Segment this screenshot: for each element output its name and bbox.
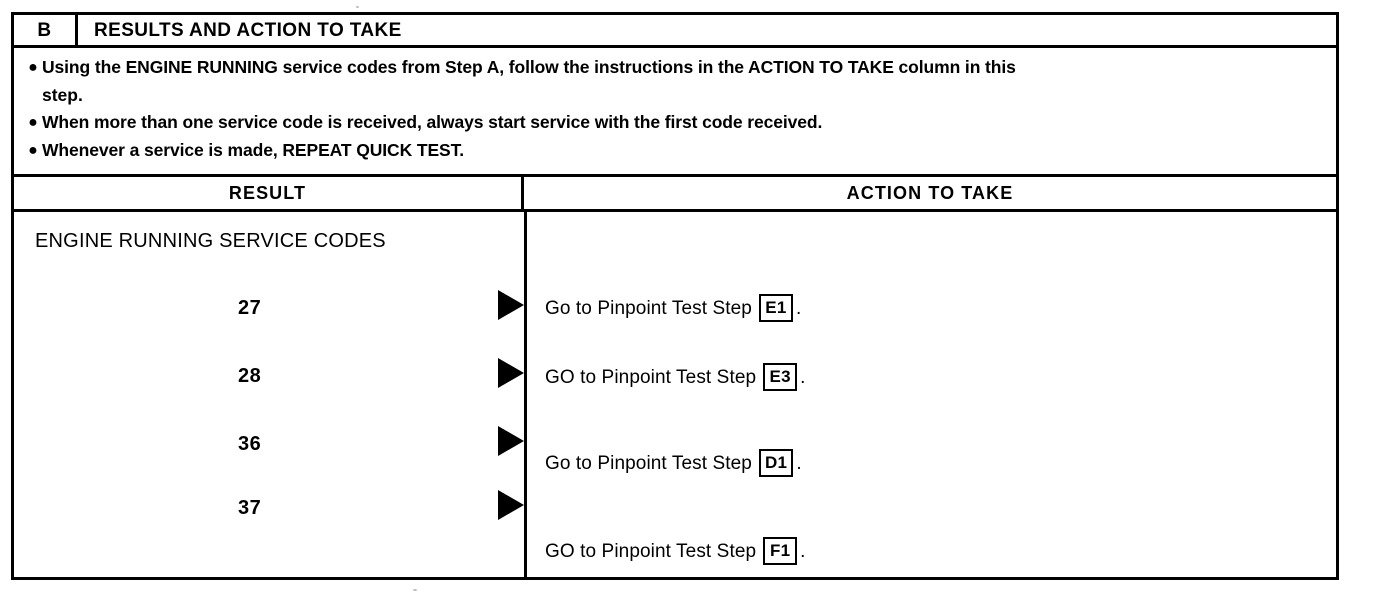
column-header-result-label: RESULT [228, 183, 307, 203]
list-item: ● Whenever a service is made, REPEAT QUI… [24, 137, 1326, 164]
bullet-icon: ● [28, 59, 38, 76]
action-period: . [795, 297, 802, 319]
note-text-continuation: step. [42, 85, 83, 105]
note-text: Using the ENGINE RUNNING service codes f… [42, 57, 1016, 77]
pinpoint-step-box: E1 [758, 294, 793, 322]
table-title-cell: RESULTS AND ACTION TO TAKE [78, 15, 1336, 45]
notes-band: ● Using the ENGINE RUNNING service codes… [14, 45, 1336, 177]
service-code-value: 36 [238, 433, 262, 455]
results-action-table: B RESULTS AND ACTION TO TAKE ● Using the… [11, 12, 1339, 580]
bullet-icon: ● [28, 114, 38, 131]
pinpoint-step-label: D1 [764, 453, 788, 472]
list-item: ● Using the ENGINE RUNNING service codes… [24, 54, 1326, 81]
action-line: Go to Pinpoint Test Step E1 . [545, 294, 801, 322]
arrow-right-icon [498, 490, 524, 520]
arrow-right-icon [498, 426, 524, 456]
scan-speck [356, 6, 359, 8]
step-letter-cell: B [14, 15, 78, 45]
column-divider [524, 212, 527, 577]
action-line: GO to Pinpoint Test Step E3 . [545, 363, 805, 391]
pinpoint-step-box: F1 [763, 537, 798, 565]
arrow-right-icon [498, 358, 524, 388]
column-header-result: RESULT [14, 177, 524, 209]
pinpoint-step-label: E3 [769, 367, 791, 386]
table-body: ENGINE RUNNING SERVICE CODES 27 28 36 37… [14, 212, 1336, 577]
step-letter: B [37, 19, 52, 41]
action-text: GO to Pinpoint Test Step [545, 366, 757, 388]
service-code-value: 27 [238, 297, 262, 319]
action-line: Go to Pinpoint Test Step D1 . [545, 449, 802, 477]
action-period: . [800, 540, 806, 562]
pinpoint-step-box: E3 [763, 363, 798, 391]
pinpoint-step-box: D1 [758, 449, 794, 477]
arrow-right-icon [498, 290, 524, 320]
action-period: . [796, 452, 802, 474]
table-header-row: RESULT ACTION TO TAKE [14, 177, 1336, 212]
action-text: Go to Pinpoint Test Step [545, 297, 752, 319]
column-header-action-label: ACTION TO TAKE [846, 183, 1014, 203]
pinpoint-step-label: E1 [765, 298, 787, 317]
page-title: RESULTS AND ACTION TO TAKE [94, 19, 402, 41]
service-code-value: 28 [238, 365, 262, 387]
action-text: GO to Pinpoint Test Step [545, 540, 757, 562]
service-code-value: 37 [238, 497, 262, 519]
result-column: ENGINE RUNNING SERVICE CODES 27 28 36 37 [14, 212, 524, 577]
action-line: GO to Pinpoint Test Step F1 . [545, 537, 805, 565]
action-column: Go to Pinpoint Test Step E1 . GO to Pinp… [527, 212, 1336, 577]
note-text: Whenever a service is made, REPEAT QUICK… [42, 140, 465, 160]
scan-speck [413, 589, 417, 591]
list-item: ● When more than one service code is rec… [24, 109, 1326, 136]
note-text: When more than one service code is recei… [42, 112, 823, 132]
action-text: Go to Pinpoint Test Step [545, 452, 752, 474]
pinpoint-step-label: F1 [769, 541, 791, 560]
result-column-heading: ENGINE RUNNING SERVICE CODES [35, 230, 386, 252]
table-title-band: B RESULTS AND ACTION TO TAKE [14, 15, 1336, 45]
column-header-action: ACTION TO TAKE [524, 177, 1336, 209]
bullet-icon: ● [28, 142, 38, 159]
action-period: . [800, 366, 806, 388]
